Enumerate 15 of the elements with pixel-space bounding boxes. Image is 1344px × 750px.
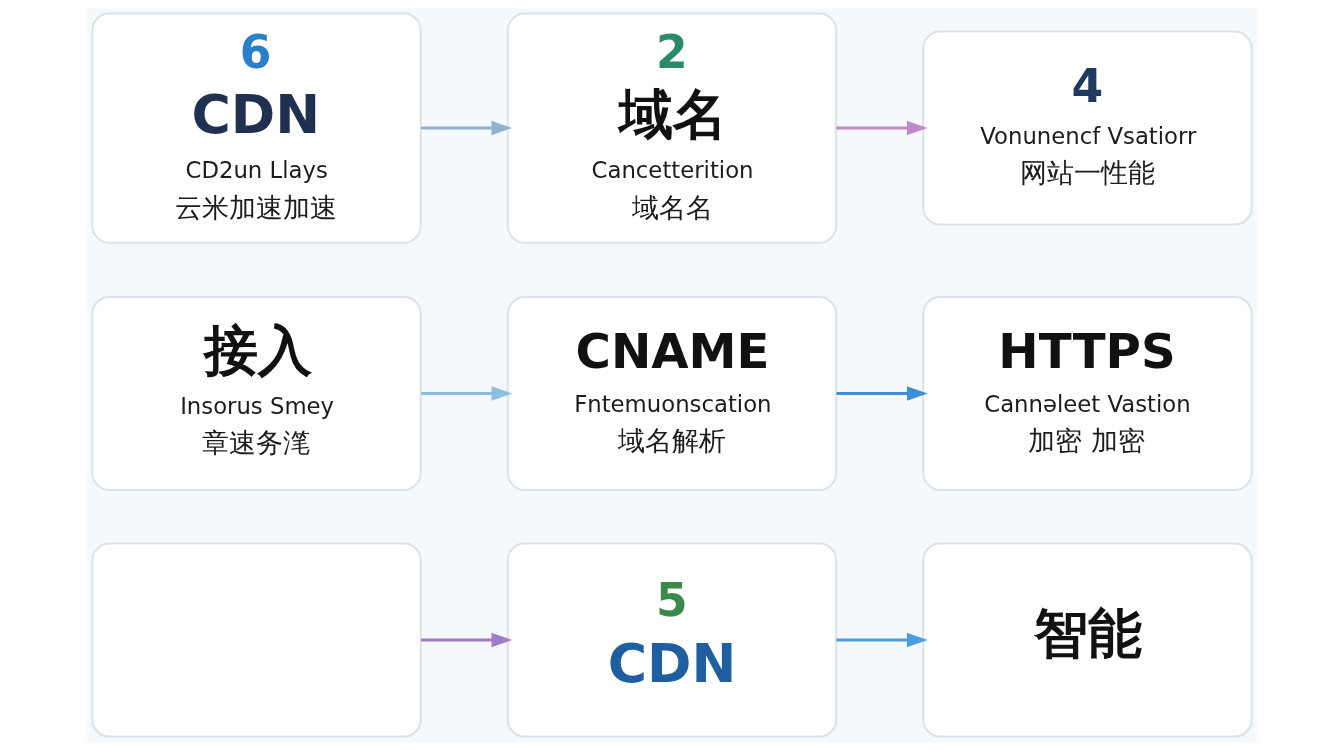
arrow	[836, 386, 928, 401]
arrow	[421, 632, 513, 648]
node-box: 4 Vonunencf Vsatiorr 网站一性能	[922, 30, 1253, 226]
node-box: 6 CDN CD2un Llays 云米加速加速	[91, 12, 422, 244]
node-box: 5 CDN	[506, 542, 838, 738]
node-box: HTTPS Cannəleet Vastion 加密 加密	[922, 295, 1253, 491]
arrow	[836, 632, 928, 648]
node-box: 智能	[922, 542, 1253, 738]
node-box: 2 域名 Cancetterition 域名名	[506, 12, 838, 244]
arrow	[421, 120, 513, 136]
arrow	[421, 386, 513, 401]
node-box: CNAME Fntemuonscation 域名解析	[506, 295, 838, 491]
node-box	[91, 542, 422, 738]
arrow	[836, 120, 928, 136]
node-box: 接入 Insorus Smey 章速务滗	[91, 295, 422, 491]
